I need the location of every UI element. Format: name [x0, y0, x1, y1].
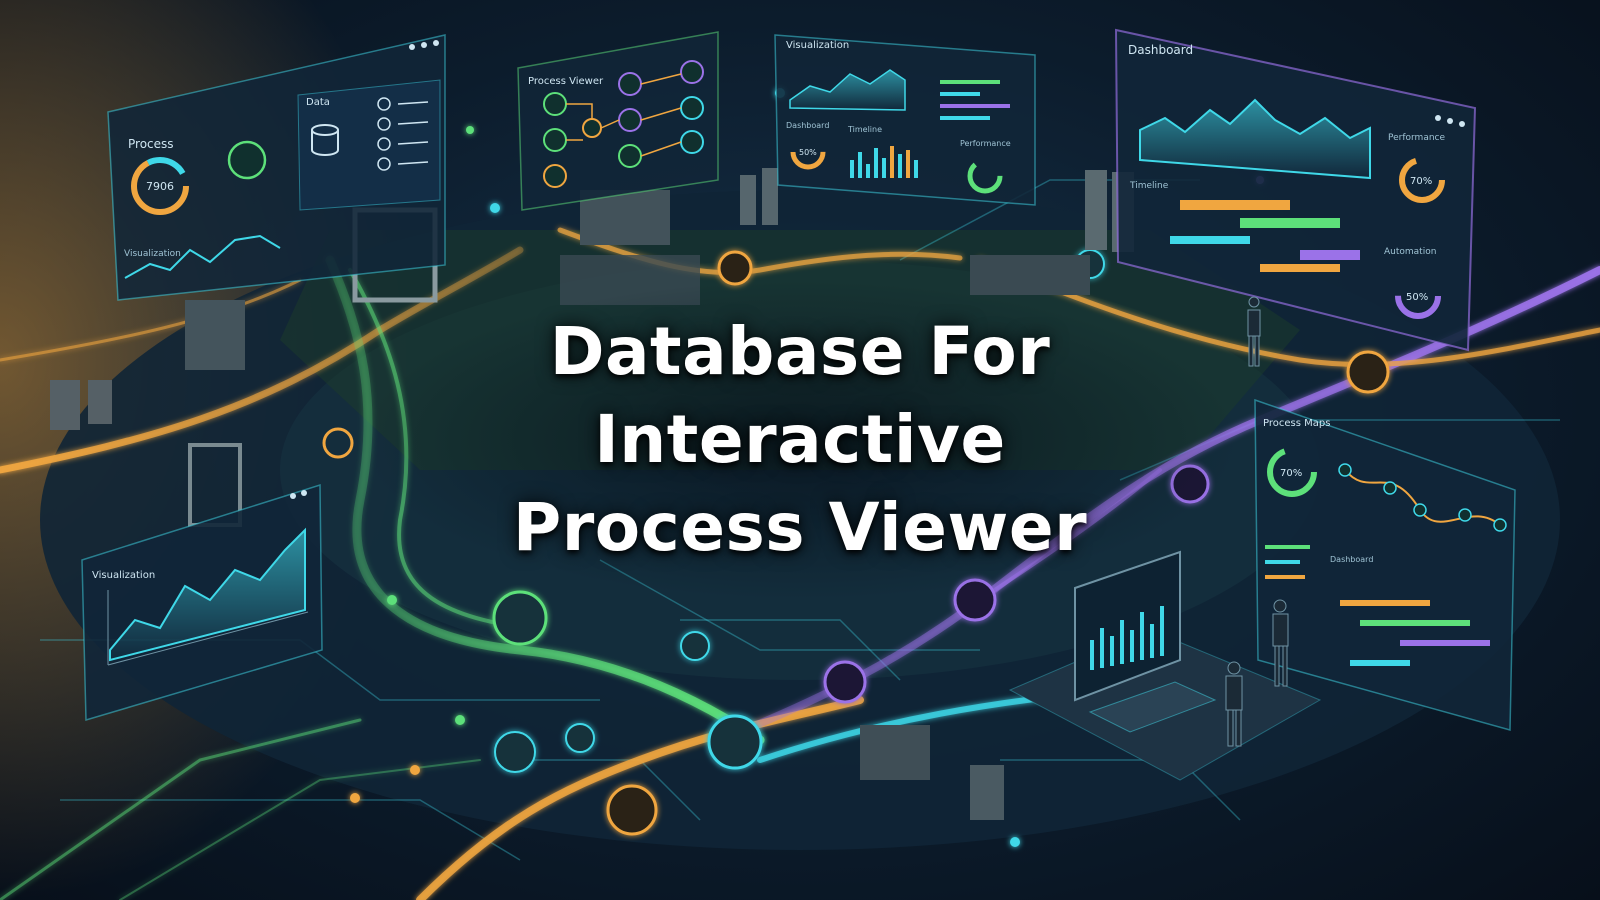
data-panel: Data [297, 79, 441, 211]
data-panel-title: Data [306, 97, 330, 108]
dashboard-gantt [1170, 200, 1360, 272]
process-panel-title: Process [128, 137, 174, 151]
visualization-bottom-panel: Visualization [81, 483, 323, 721]
dashboard-panel: Dashboard Performance 70% Timeline Autom… [1114, 28, 1477, 352]
flow-node-icons [543, 60, 704, 188]
process-viewer-panel: Process Viewer [517, 31, 719, 211]
process-maps-gauge [1267, 447, 1317, 497]
viz-sub-performance: Performance [960, 139, 1011, 148]
viz-sub-timeline: Timeline [847, 125, 882, 134]
headline-backdrop [360, 280, 1240, 600]
visualization-bottom-title: Visualization [92, 570, 155, 581]
visualization-bottom-area-chart [109, 527, 306, 662]
dashboard-automation-value: 50% [1406, 292, 1428, 303]
process-maps-bars [1265, 545, 1490, 666]
dashboard-performance-label: Performance [1388, 133, 1445, 143]
process-maps-nodes [1338, 463, 1507, 532]
dashboard-performance-gauge [1399, 157, 1445, 203]
dashboard-title: Dashboard [1128, 43, 1193, 57]
viz-donut [790, 134, 826, 170]
window-controls [290, 490, 307, 499]
title-line-3: Process Viewer [512, 489, 1088, 566]
visualization-top-title: Visualization [786, 40, 849, 51]
workstation-screen-bars [1090, 606, 1164, 670]
data-list-icons [377, 97, 429, 171]
process-chart-label: Visualization [124, 249, 181, 259]
hub-nodes [492, 211, 1390, 836]
process-mini-chart [124, 234, 281, 279]
window-controls [409, 40, 439, 50]
process-maps-sub-label: Dashboard [1330, 555, 1373, 564]
person-figures [1225, 296, 1289, 747]
dashboard-timeline-label: Timeline [1129, 181, 1169, 191]
title-line-2: Interactive [594, 401, 1006, 478]
database-icon [311, 124, 339, 156]
process-maps-gauge-value: 70% [1280, 468, 1302, 479]
process-maps-panel: Process Maps 70% Dashboard [1254, 398, 1516, 731]
process-gauge [131, 157, 189, 215]
process-viewer-title: Process Viewer [528, 76, 604, 87]
viz-bar-list [940, 80, 1010, 120]
viz-performance-donut [967, 158, 1003, 194]
page-title: Database For Interactive Process Viewer [0, 308, 1600, 572]
process-gauge-value: 7906 [146, 180, 174, 193]
viz-bar-chart [850, 146, 918, 178]
workstation [1008, 296, 1322, 781]
visualization-top-panel: Visualization Dashboard 50% Timeline Per… [774, 34, 1036, 206]
process-node-icon [227, 140, 267, 180]
viz-area-chart [789, 69, 906, 111]
dashboard-area-chart [1139, 98, 1371, 180]
process-maps-title: Process Maps [1263, 418, 1330, 429]
window-controls [1435, 115, 1465, 127]
flow-connectors [566, 73, 682, 157]
dashboard-automation-gauge [1395, 273, 1441, 319]
viz-donut-value: 50% [799, 148, 817, 157]
dashboard-performance-value: 70% [1410, 176, 1432, 187]
dashboard-automation-label: Automation [1384, 247, 1436, 257]
visualization-bottom-axis [107, 590, 309, 666]
title-line-1: Database For [549, 313, 1051, 390]
viz-sub-dashboard: Dashboard [786, 121, 829, 130]
